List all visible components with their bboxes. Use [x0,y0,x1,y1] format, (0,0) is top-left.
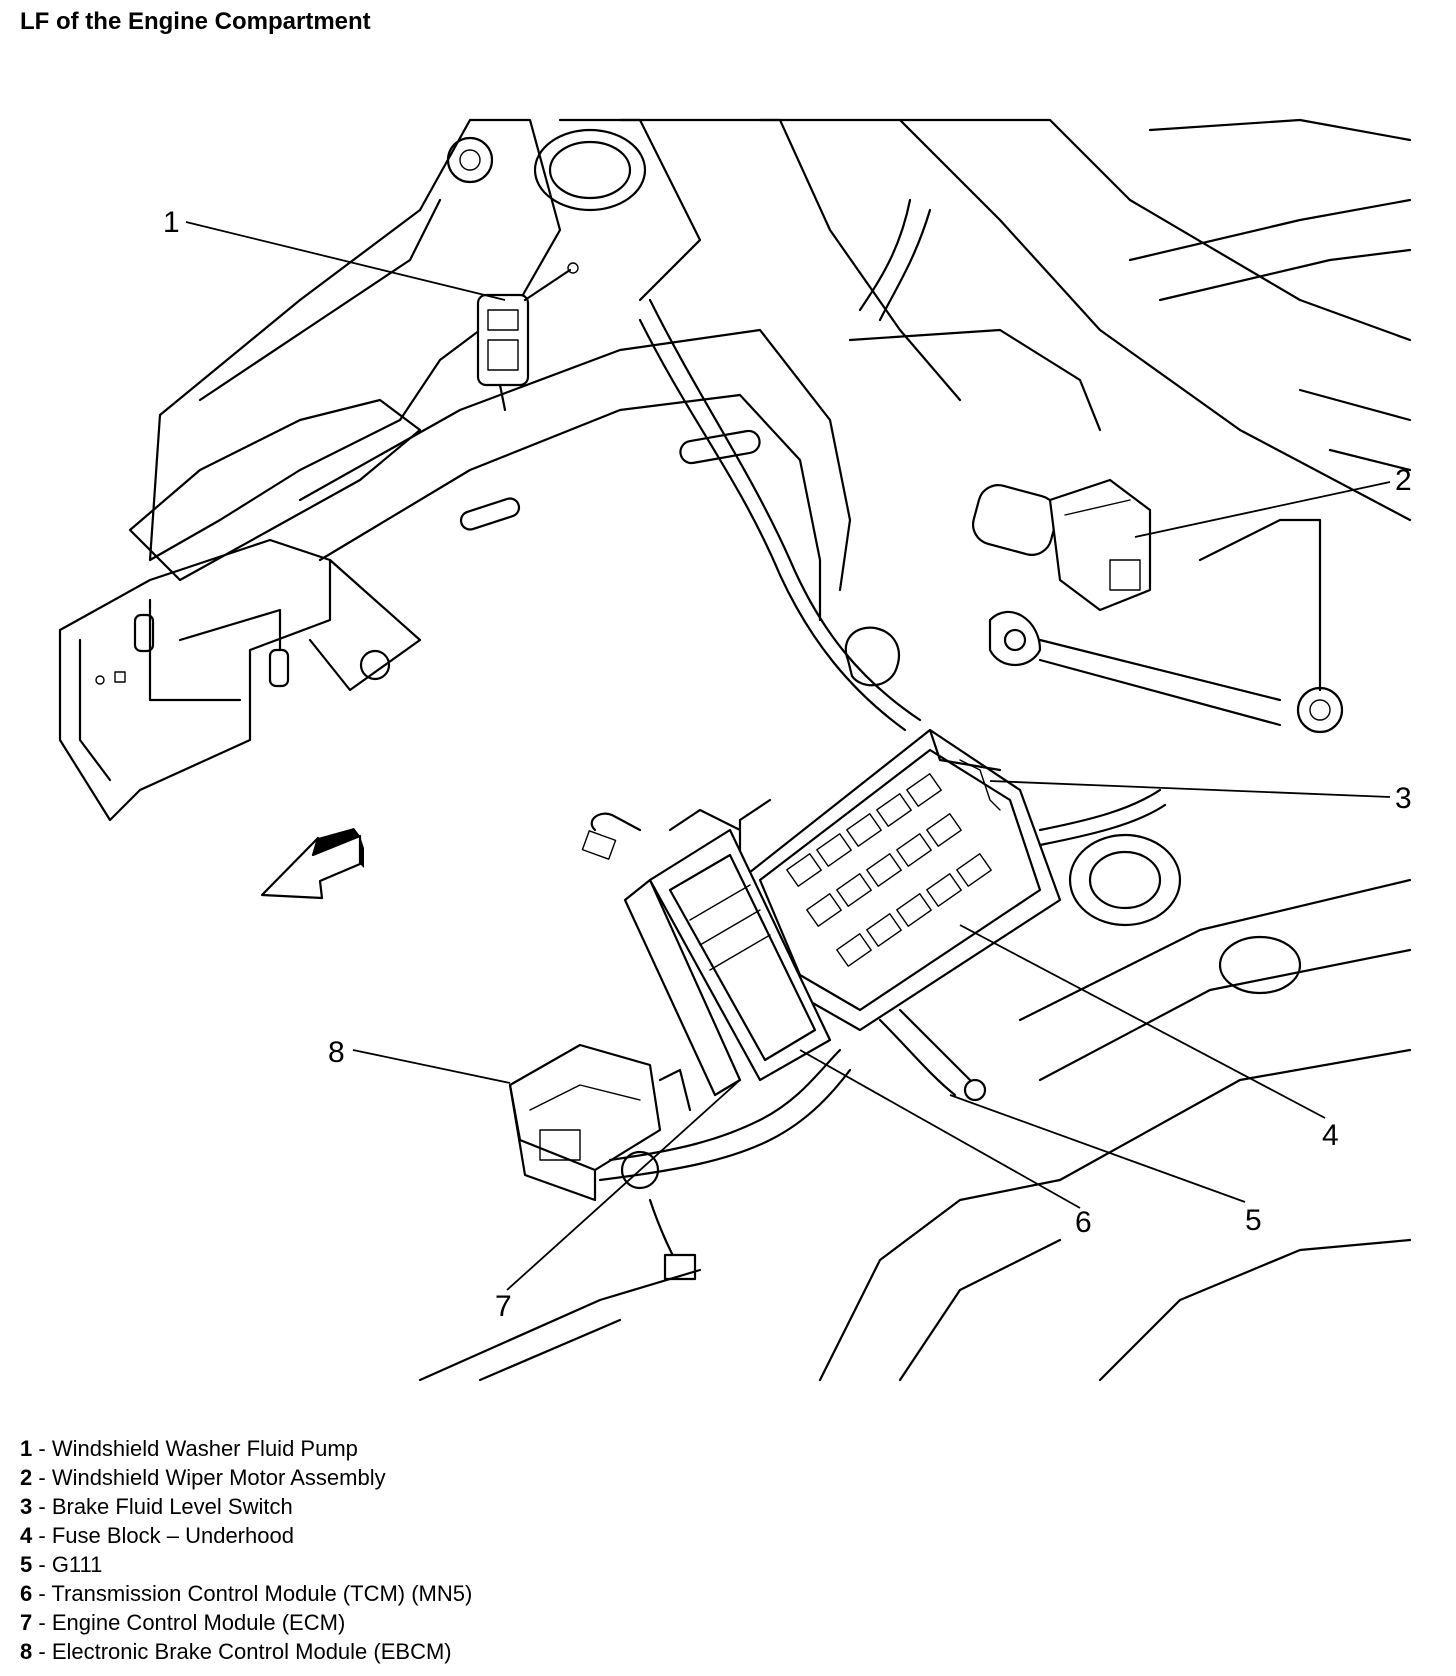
legend-item: 6 - Transmission Control Module (TCM) (M… [20,1579,472,1608]
legend-item: 1 - Windshield Washer Fluid Pump [20,1434,472,1463]
legend-separator: - [32,1523,52,1548]
legend-label: Transmission Control Module (TCM) (MN5) [51,1581,473,1606]
underhood-fuse-block [738,728,1062,1032]
legend-separator: - [32,1610,52,1635]
cowl-structure [618,118,1412,522]
callout-numbers: 1 2 3 4 5 6 7 8 [163,206,1412,1323]
legend-number: 5 [20,1552,33,1577]
legend-item: 7 - Engine Control Module (ECM) [20,1608,472,1637]
callout-leaders [185,221,1391,1291]
legend-label: Electronic Brake Control Module (EBCM) [51,1639,452,1664]
front-direction-arrow-icon [260,828,364,900]
callout-1: 1 [163,206,180,239]
legend-label: Brake Fluid Level Switch [51,1494,293,1519]
legend-separator: - [32,1465,52,1490]
legend-label: Engine Control Module (ECM) [51,1610,346,1635]
callout-6: 6 [1075,1206,1092,1239]
legend-item: 2 - Windshield Wiper Motor Assembly [20,1463,472,1492]
legend-separator: - [32,1581,52,1606]
legend-number: 8 [20,1639,33,1664]
legend-list: 1 - Windshield Washer Fluid Pump 2 - Win… [20,1434,472,1666]
wiper-motor-assembly [971,478,1344,734]
engine-compartment-diagram: 1 2 3 4 5 6 7 8 [58,118,1412,1382]
legend-number: 3 [20,1494,33,1519]
wiring-harness [598,198,1167,1281]
legend-number: 1 [20,1436,33,1461]
legend-number: 4 [20,1523,33,1548]
legend-item: 3 - Brake Fluid Level Switch [20,1492,472,1521]
ecm-tcm-modules [581,808,832,1097]
callout-3: 3 [1395,782,1412,815]
left-fender-structure [128,118,702,582]
legend-number: 2 [20,1465,33,1490]
legend-label: Fuse Block – Underhood [51,1523,294,1548]
legend-number: 7 [20,1610,33,1635]
legend-separator: - [32,1639,52,1664]
page-title: LF of the Engine Compartment [20,8,371,35]
legend-separator: - [32,1494,52,1519]
callout-2: 2 [1395,464,1412,497]
washer-fluid-pump [476,262,579,412]
legend-separator: - [32,1552,52,1577]
callout-7: 7 [495,1290,512,1323]
callout-5: 5 [1245,1204,1262,1237]
legend-number: 6 [20,1581,33,1606]
legend-label: Windshield Wiper Motor Assembly [51,1465,386,1490]
lower-subframe [418,833,1412,1382]
reservoir-cap [844,626,900,687]
callout-4: 4 [1322,1119,1339,1152]
ebcm-module [508,1043,692,1202]
legend-label: G111 [51,1552,103,1577]
legend-item: 5 - G111 [20,1550,472,1579]
legend-item: 8 - Electronic Brake Control Module (EBC… [20,1637,472,1666]
callout-8: 8 [328,1036,345,1069]
left-frame-rail [58,538,332,822]
legend-separator: - [32,1436,52,1461]
legend-item: 4 - Fuse Block – Underhood [20,1521,472,1550]
legend-label: Windshield Washer Fluid Pump [51,1436,358,1461]
upper-cross-member [298,328,852,692]
